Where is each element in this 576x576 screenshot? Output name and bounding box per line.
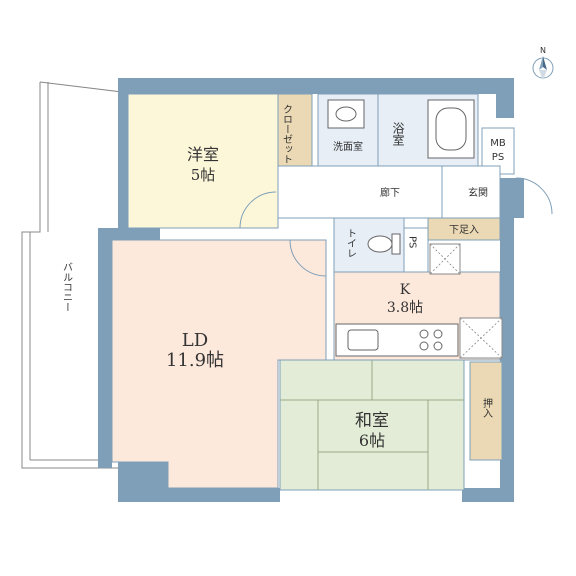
shoe-storage-label: 下足入 bbox=[449, 224, 479, 236]
washbasin-bowl bbox=[335, 106, 357, 122]
balcony bbox=[21, 81, 123, 469]
japanese-size: 6帖 bbox=[359, 431, 385, 450]
living-name: LD bbox=[182, 330, 208, 351]
mbps-label-2: PS bbox=[492, 152, 504, 163]
oshiire bbox=[469, 361, 503, 461]
stove-burner bbox=[419, 341, 429, 351]
compass-label: N bbox=[540, 46, 546, 55]
compass bbox=[532, 56, 554, 80]
outer-walls bbox=[98, 78, 524, 502]
closet bbox=[277, 93, 313, 167]
kitchen-size: 3.8帖 bbox=[387, 300, 423, 316]
toilet-bowl bbox=[367, 235, 393, 253]
living-size: 11.9帖 bbox=[166, 350, 224, 371]
hallway bbox=[277, 165, 443, 219]
ps-room bbox=[403, 227, 429, 273]
living-door-arc bbox=[289, 239, 327, 277]
bathtub bbox=[427, 99, 475, 159]
western-door-arc bbox=[239, 191, 277, 229]
mbps-label-1: MB bbox=[490, 138, 506, 149]
stove-burner bbox=[433, 329, 443, 339]
closet-label: クローゼット bbox=[281, 104, 293, 164]
kitchen-sink bbox=[347, 329, 379, 351]
western-room-name: 洋室 bbox=[187, 145, 219, 164]
ps-label: PS bbox=[407, 236, 418, 248]
western-room-size: 5帖 bbox=[191, 166, 216, 184]
washbasin bbox=[327, 99, 365, 129]
kitchen-name: K bbox=[400, 282, 411, 298]
washroom-label: 洗面室 bbox=[333, 140, 363, 153]
entrance-door-arc bbox=[515, 177, 553, 215]
toilet-tank bbox=[391, 233, 401, 255]
japanese-name: 和室 bbox=[355, 411, 389, 431]
bath-label: 浴室 bbox=[391, 122, 405, 146]
living-room bbox=[111, 239, 327, 489]
toilet-label: トイレ bbox=[345, 228, 357, 258]
stove-burner bbox=[419, 329, 429, 339]
entrance-label: 玄関 bbox=[468, 186, 488, 199]
oshiire-label: 押入 bbox=[481, 397, 493, 418]
tatami-lines bbox=[280, 360, 464, 490]
balcony-label: バルコニー bbox=[61, 262, 73, 312]
hallway-label: 廊下 bbox=[380, 186, 400, 199]
kitchen-counter bbox=[335, 323, 459, 357]
stove-burner bbox=[433, 341, 443, 351]
entrance bbox=[441, 165, 501, 219]
bathtub-inner bbox=[435, 107, 467, 151]
